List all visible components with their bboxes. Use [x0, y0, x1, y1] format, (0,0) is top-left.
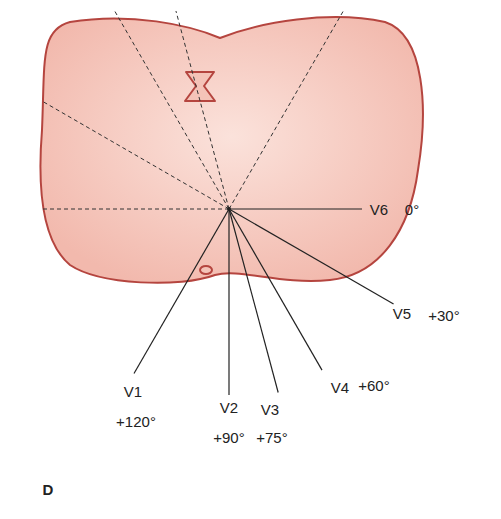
- lead-name: V4: [331, 380, 349, 397]
- lead-name: V6: [370, 202, 388, 219]
- lead-angle: +30°: [428, 308, 459, 325]
- lead-name: V2: [220, 400, 238, 417]
- lead-angle: +75°: [256, 430, 287, 447]
- dashed-axis: [42, 209, 229, 210]
- lead-axis: [134, 209, 229, 374]
- lead-axis: [229, 208, 362, 209]
- panel-letter: D: [43, 482, 54, 499]
- lead-axis: [229, 209, 322, 370]
- lead-angle: +120°: [116, 414, 156, 431]
- lead-angle: +90°: [213, 430, 244, 447]
- lead-name: V3: [261, 402, 279, 419]
- lead-angle: +60°: [358, 378, 389, 395]
- center-point: [227, 207, 231, 211]
- lead-name: V1: [124, 384, 142, 401]
- dashed-axis: [229, 12, 343, 209]
- lead-name: V5: [393, 306, 411, 323]
- dashed-axis: [176, 11, 229, 209]
- lead-axis: [229, 209, 394, 304]
- vertebra-symbol: [185, 72, 215, 101]
- dashed-axis: [115, 11, 230, 209]
- lead-axis: [228, 209, 229, 395]
- lead-axis: [229, 209, 278, 393]
- lead-angle: 0°: [405, 202, 419, 219]
- chest-outline: [40, 17, 422, 283]
- lead-axes: [42, 11, 394, 395]
- sternum-symbol: [200, 266, 212, 274]
- dashed-axis: [43, 102, 229, 210]
